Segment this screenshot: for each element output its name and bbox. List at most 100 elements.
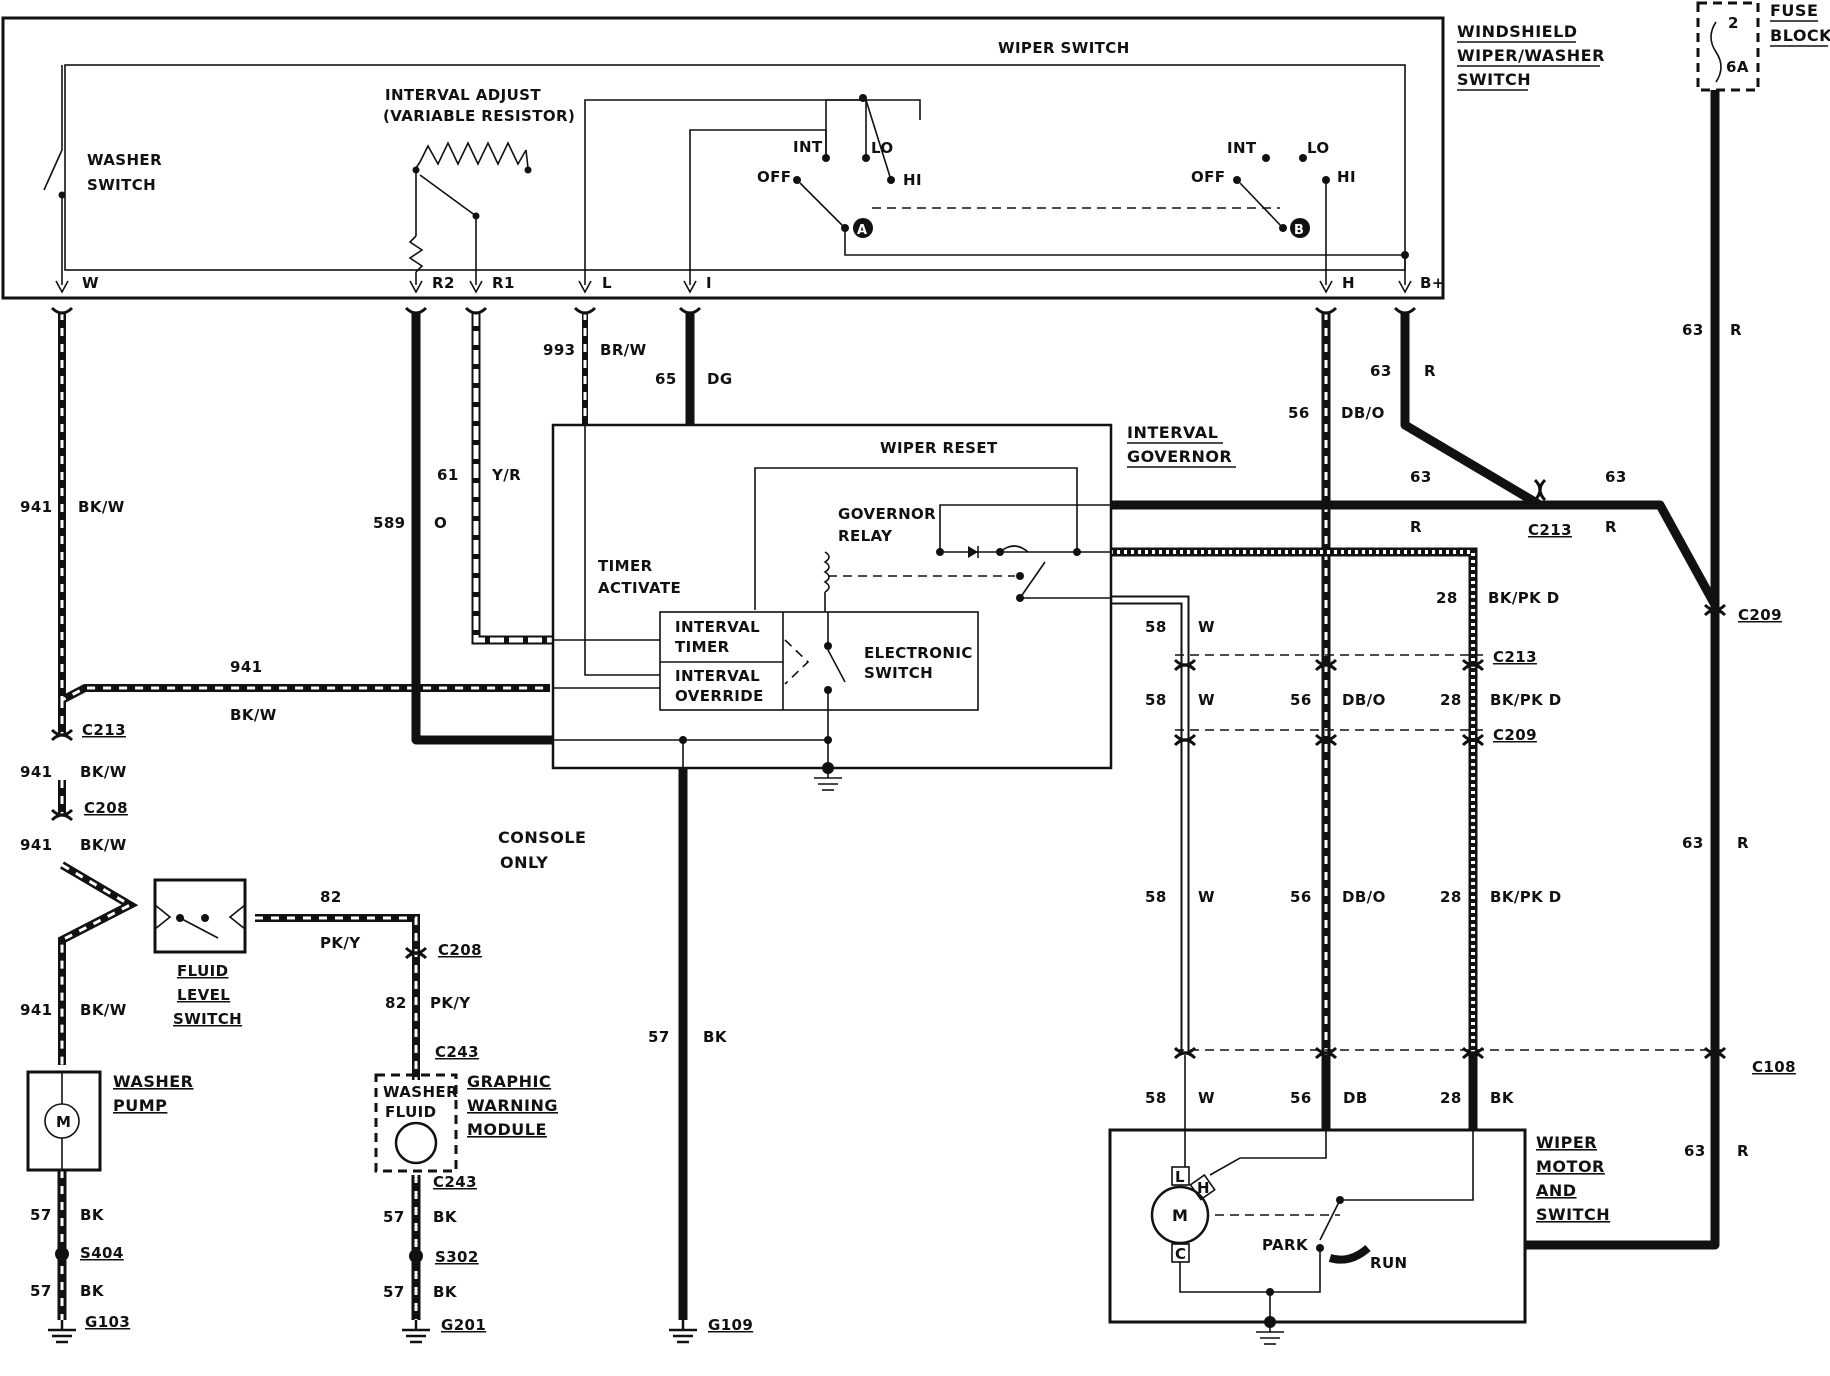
wiper-pin-l: L (1175, 1168, 1185, 1186)
c209-mid: C209 (1493, 726, 1537, 744)
w941-mid: 941 (230, 658, 263, 676)
r-e: R (1737, 834, 1749, 852)
pin-w: W (82, 274, 99, 292)
c213-left: C213 (82, 721, 126, 739)
fuse-amps: 6A (1726, 58, 1749, 76)
g109: G109 (708, 1316, 753, 1334)
interval-governor: INTERVAL GOVERNOR WIPER RESET GOVERNOR R… (551, 423, 1236, 791)
switch-title-2: WIPER/WASHER (1457, 46, 1605, 65)
w82-a: 82 (320, 888, 342, 906)
w63-f: 63 (1684, 1142, 1706, 1160)
wiper-motor-1: WIPER (1536, 1133, 1597, 1152)
wiper-reset-label: WIPER RESET (880, 439, 998, 457)
fuse-block: 2 6A FUSE BLOCK (1696, 1, 1830, 92)
console-only-2: ONLY (500, 853, 548, 872)
variable-resistor-label: (VARIABLE RESISTOR) (383, 107, 575, 125)
brw-label: BR/W (600, 341, 647, 359)
w63-b: 63 (1682, 321, 1704, 339)
w56-a: 56 (1288, 404, 1310, 422)
pin-h: H (1342, 274, 1355, 292)
fluid-level-1: FLUID (177, 962, 228, 980)
wiper-motor-4: SWITCH (1536, 1205, 1610, 1224)
bkpkd-b: BK/PK D (1490, 691, 1562, 709)
washer-pump-2: PUMP (113, 1096, 167, 1115)
w56-d: 56 (1290, 1089, 1312, 1107)
off-label-a: OFF (757, 168, 791, 186)
park-label: PARK (1262, 1236, 1309, 1254)
w28-b: 28 (1440, 691, 1462, 709)
w28-a: 28 (1436, 589, 1458, 607)
run-label: RUN (1370, 1254, 1407, 1272)
wiper-pin-c: C (1175, 1245, 1186, 1263)
r-f: R (1737, 1142, 1749, 1160)
w-d: W (1198, 1089, 1215, 1107)
dbo-a: DB/O (1341, 404, 1385, 422)
fluid-level-switch: FLUID LEVEL SWITCH (153, 878, 247, 1028)
w57-a: 57 (30, 1206, 52, 1224)
w57-b: 57 (30, 1282, 52, 1300)
dbo-c: DB/O (1342, 888, 1386, 906)
switch-b-marker: B (1294, 223, 1304, 238)
console-only-1: CONSOLE (498, 828, 586, 847)
bkw-c: BK/W (80, 1001, 127, 1019)
governor-title-2: GOVERNOR (1127, 447, 1232, 466)
w63-e: 63 (1682, 834, 1704, 852)
w57-d: 57 (383, 1283, 405, 1301)
interval-override-2: OVERRIDE (675, 687, 764, 705)
bkpkd-a: BK/PK D (1488, 589, 1560, 607)
dbo-b: DB/O (1342, 691, 1386, 709)
wiper-motor-and-switch: M L H C PARK RUN WIPER MOTOR AND SWITCH (1108, 1128, 1610, 1345)
connector-marks (50, 306, 1727, 1060)
pin-i: I (706, 274, 712, 292)
wiper-pin-h: H (1197, 1179, 1210, 1197)
w63-a: 63 (1370, 362, 1392, 380)
pin-r2: R2 (432, 274, 455, 292)
c213-mid: C213 (1493, 648, 1537, 666)
switch-a-marker: A (857, 223, 867, 238)
grounds (48, 1247, 697, 1344)
bk-b: BK (80, 1282, 105, 1300)
fluid-level-2: LEVEL (177, 986, 230, 1004)
bk-c: BK (433, 1208, 458, 1226)
pky-b: PK/Y (430, 994, 471, 1012)
bk-a: BK (80, 1206, 105, 1224)
graphic-warning-module: WASHER FLUID GRAPHIC WARNING MODULE (374, 1072, 558, 1173)
bkw-top: BK/W (78, 498, 125, 516)
r-d: R (1605, 518, 1617, 536)
w56-c: 56 (1290, 888, 1312, 906)
fuse-block-label-2: BLOCK (1770, 26, 1830, 45)
db-d: DB (1343, 1089, 1368, 1107)
r-a: R (1424, 362, 1436, 380)
w82-b: 82 (385, 994, 407, 1012)
bkw-b: BK/W (80, 836, 127, 854)
s404: S404 (80, 1244, 124, 1262)
graphic-module-3: MODULE (467, 1120, 547, 1139)
w56-b: 56 (1290, 691, 1312, 709)
g103: G103 (85, 1313, 130, 1331)
w28-d: 28 (1440, 1089, 1462, 1107)
interval-override-1: INTERVAL (675, 667, 760, 685)
w58-c: 58 (1145, 888, 1167, 906)
w28-c: 28 (1440, 888, 1462, 906)
s302: S302 (435, 1248, 479, 1266)
w57-c: 57 (383, 1208, 405, 1226)
electronic-switch-1: ELECTRONIC (864, 644, 973, 662)
console-only-note: CONSOLE ONLY (498, 828, 586, 872)
washer-fluid-2: FLUID (385, 1103, 436, 1121)
fuse-block-label-1: FUSE (1770, 1, 1818, 20)
fuse-num: 2 (1728, 14, 1739, 32)
wiper-motor-2: MOTOR (1536, 1157, 1605, 1176)
w63-d: 63 (1605, 468, 1627, 486)
switch-title-3: SWITCH (1457, 70, 1531, 89)
washer-pump-motor: M (56, 1113, 71, 1131)
lo-label-a: LO (871, 139, 894, 157)
graphic-module-2: WARNING (467, 1096, 558, 1115)
governor-relay-2: RELAY (838, 527, 893, 545)
int-label-a: INT (793, 138, 823, 156)
wire-labels: 993 BR/W 65 DG 61 Y/R 589 O 941 BK/W 941… (20, 321, 1749, 1301)
w993-label: 993 (543, 341, 576, 359)
hi-label-a: HI (903, 171, 922, 189)
bk-e: BK (703, 1028, 728, 1046)
wiper-switch-label: WIPER SWITCH (998, 39, 1130, 57)
